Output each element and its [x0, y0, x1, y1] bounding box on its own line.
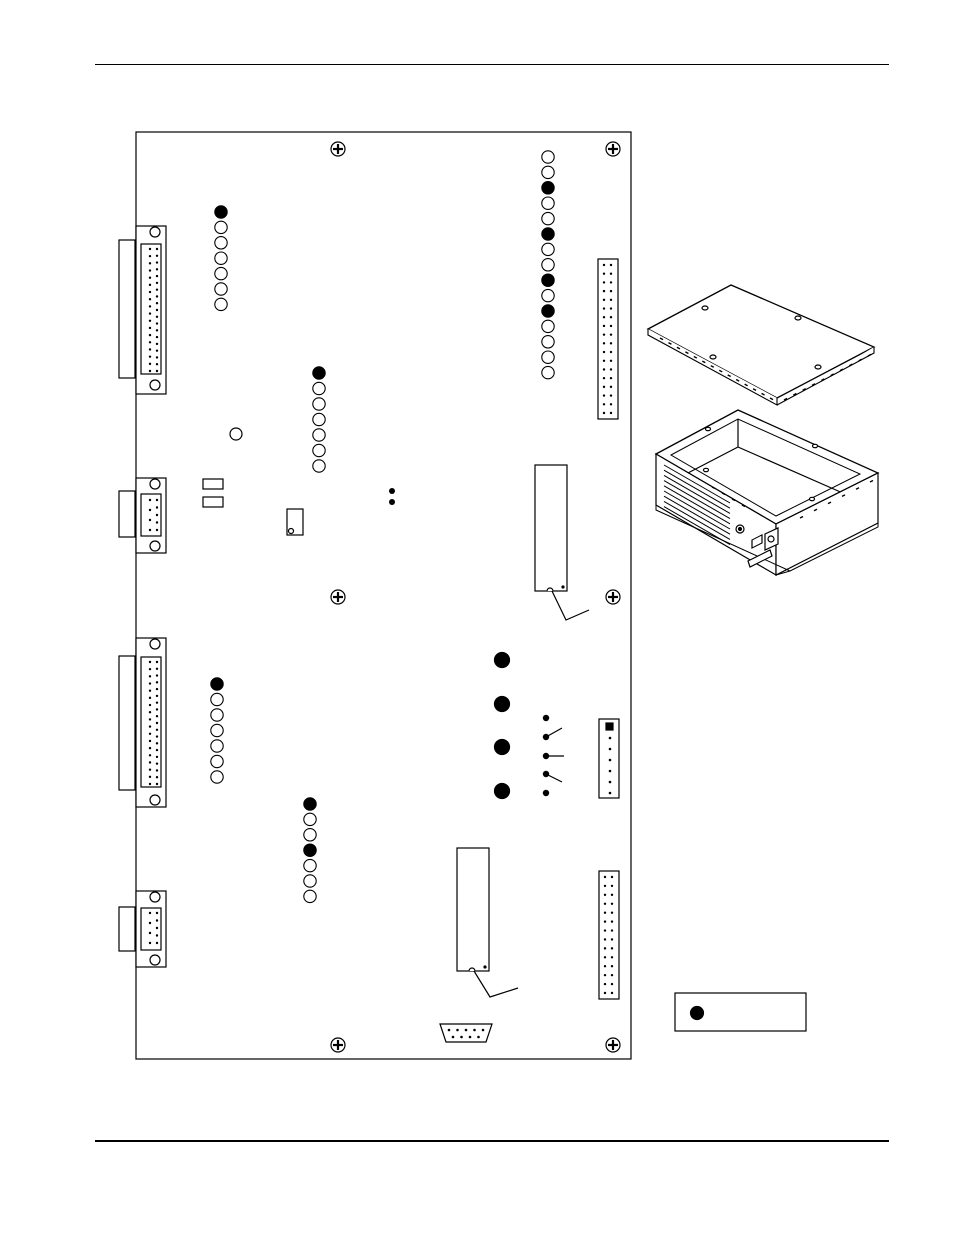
led-off	[303, 812, 317, 827]
led-bank-lower-left	[210, 677, 224, 784]
led-bank-right-column	[541, 150, 555, 380]
led-off	[541, 319, 555, 334]
mounting-screws	[330, 141, 621, 1053]
led-on	[303, 797, 317, 811]
mounting-screw	[330, 1037, 346, 1053]
jumper-2	[202, 496, 224, 508]
lid-screw	[794, 315, 802, 321]
led-off	[210, 723, 224, 738]
led-off	[541, 350, 555, 364]
ribbon-header-lower	[598, 870, 620, 1000]
lid-screw	[709, 354, 717, 360]
legend-box	[674, 992, 807, 1032]
led-off	[312, 443, 326, 458]
led-off	[303, 874, 317, 888]
enclosure-lid	[646, 284, 876, 406]
led-bank-lower-middle	[303, 797, 317, 904]
db9-connector-upper	[118, 477, 167, 554]
db9-connector-lower	[118, 890, 167, 968]
mounting-screw	[605, 1037, 621, 1053]
led-off	[541, 258, 555, 272]
led-off	[312, 428, 326, 442]
jumper-pin	[389, 488, 395, 494]
potentiometer	[286, 508, 304, 536]
led-on	[541, 304, 555, 318]
led-off	[312, 412, 326, 427]
led-off	[214, 220, 228, 235]
base-screw	[704, 426, 712, 432]
chip-module-lower	[456, 847, 519, 998]
led-off	[541, 288, 555, 303]
led-off	[541, 196, 555, 210]
status-indicators	[493, 651, 511, 800]
led-off	[214, 282, 228, 296]
led-off	[210, 708, 224, 722]
led-off	[312, 381, 326, 396]
led-on	[541, 227, 555, 241]
led-on	[210, 677, 224, 691]
header-rule	[95, 64, 889, 65]
led-on	[312, 366, 326, 380]
board-outline	[135, 131, 632, 1060]
mounting-screw	[330, 589, 346, 605]
mounting-screw	[605, 141, 621, 157]
mounting-screw	[605, 589, 621, 605]
mounting-screw	[330, 141, 346, 157]
led-off	[210, 770, 224, 784]
led-off	[303, 858, 317, 873]
led-off	[541, 365, 555, 380]
db37-connector-lower	[118, 637, 167, 808]
led-off	[312, 397, 326, 411]
led-off	[210, 692, 224, 707]
led-off	[210, 739, 224, 753]
test-point	[229, 427, 243, 441]
db9-connector-bottom	[439, 1023, 493, 1043]
ribbon-header-upper	[597, 258, 619, 420]
led-banks	[210, 150, 555, 904]
enclosure-base	[654, 409, 880, 577]
base-screw	[811, 443, 819, 449]
led-off	[214, 297, 228, 312]
jumper-pin	[389, 499, 395, 505]
led-off	[214, 266, 228, 281]
led-off	[210, 754, 224, 769]
led-on	[541, 181, 555, 195]
led-bank-upper-middle	[312, 366, 326, 473]
lid-screw	[814, 364, 822, 370]
led-off	[541, 150, 555, 164]
terminal-block	[598, 718, 620, 799]
led-on	[303, 843, 317, 857]
led-on	[541, 273, 555, 287]
legend-symbol	[689, 1005, 705, 1021]
jumper-1	[202, 478, 224, 490]
base-screw	[702, 467, 710, 473]
base-screw	[808, 496, 816, 502]
led-off	[541, 335, 555, 349]
led-off	[214, 236, 228, 250]
led-off	[303, 828, 317, 842]
led-off	[312, 459, 326, 473]
led-on	[214, 205, 228, 219]
chip-module-upper	[534, 464, 590, 621]
led-off	[541, 211, 555, 226]
dip-switches	[542, 714, 564, 797]
led-off	[541, 242, 555, 257]
led-off	[214, 251, 228, 265]
led-off	[303, 889, 317, 904]
db37-connector-upper	[118, 225, 167, 395]
led-bank-upper-left	[214, 205, 228, 312]
footer-rule	[95, 1140, 889, 1142]
lid-screw	[701, 305, 709, 311]
led-off	[541, 165, 555, 180]
